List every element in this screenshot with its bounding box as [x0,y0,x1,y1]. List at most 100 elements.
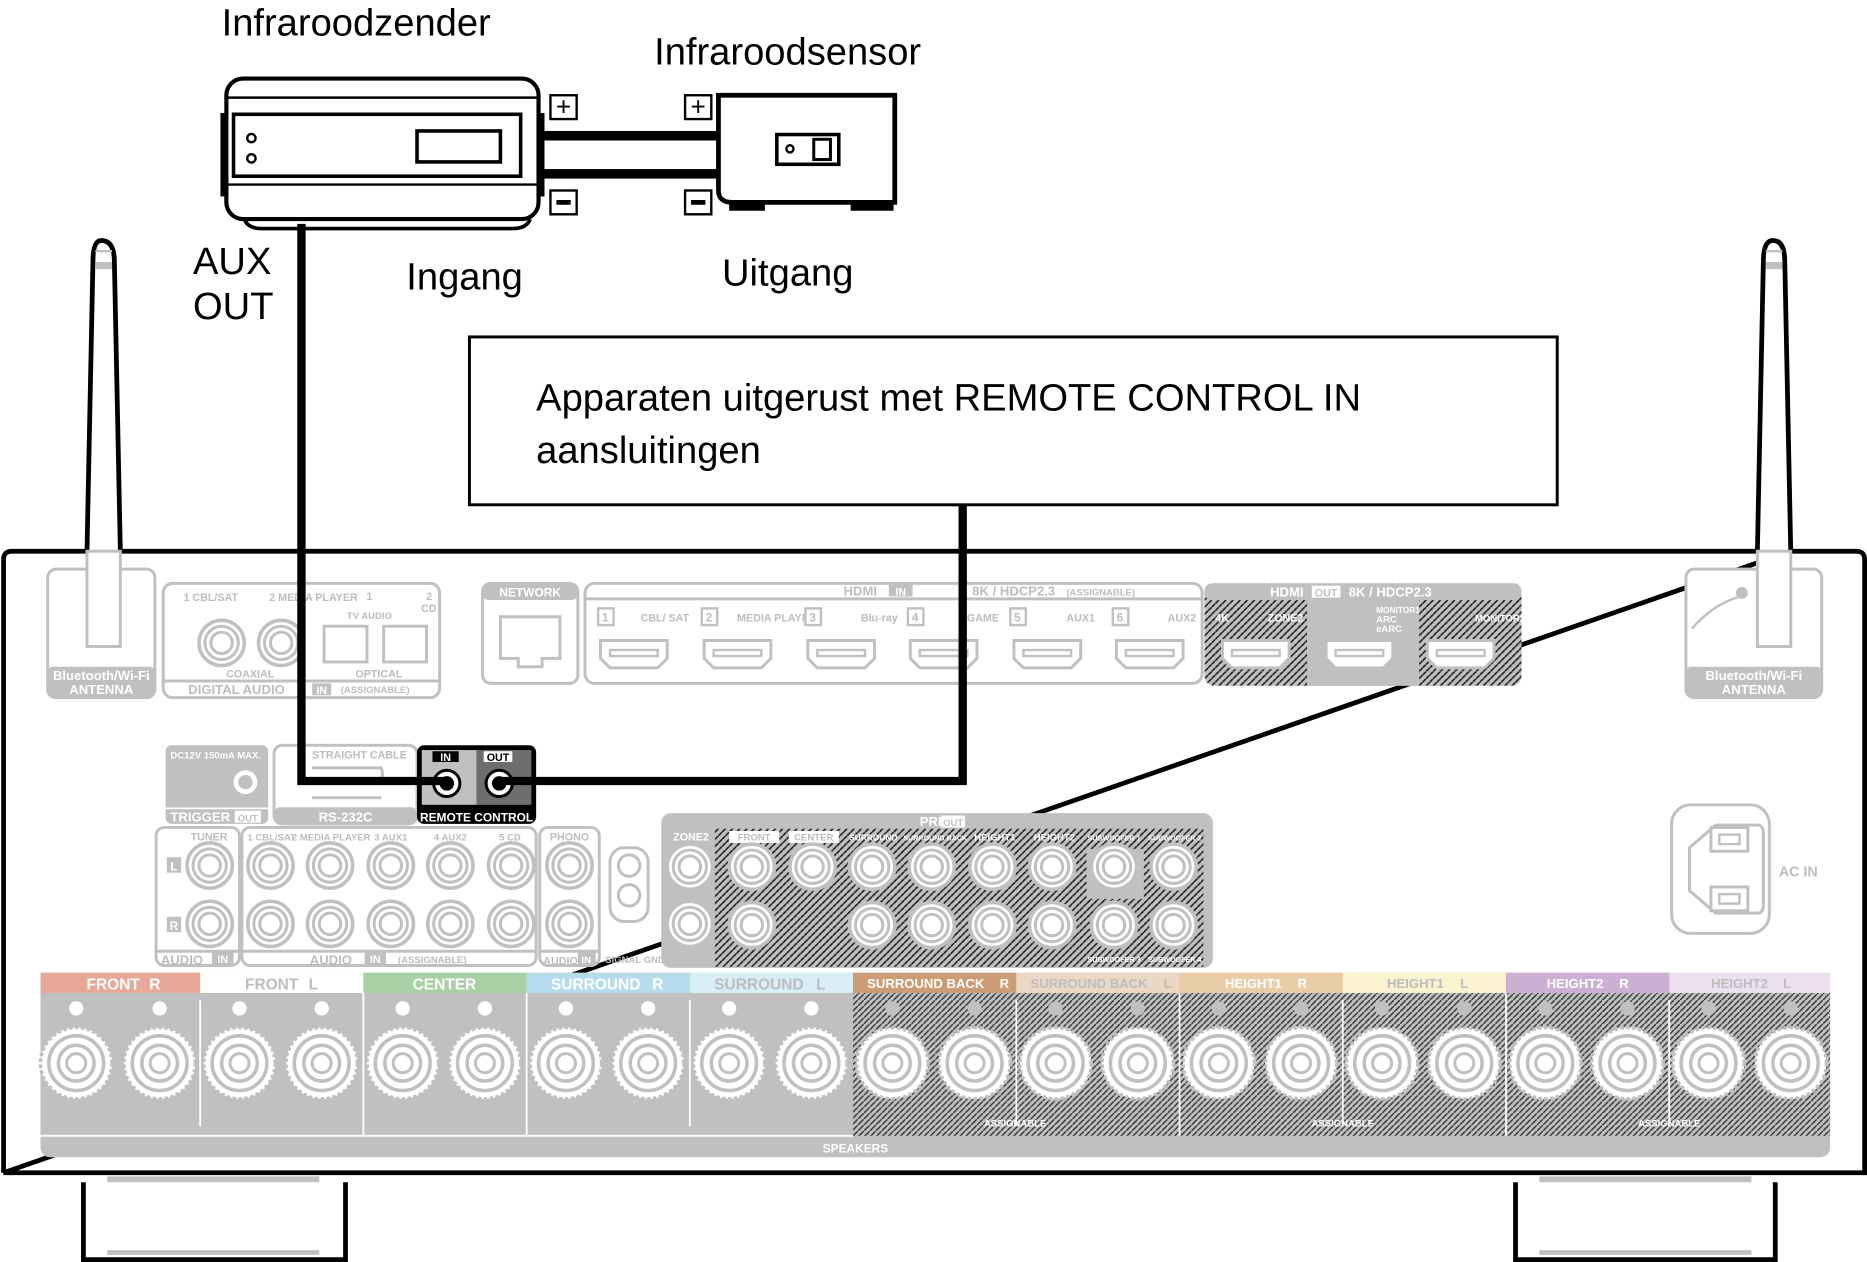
signal-gnd-terminal: SIGNAL GND [605,846,665,966]
hdmi-out-arc-label: ARC [1376,615,1397,626]
subwoofer-4-label: SUBWOOFER 4 [1148,956,1201,964]
audio-in-5-label: 5 CD [499,833,521,844]
audio-in-jack [246,899,295,949]
hdmi-out-earc-label: eARC [1376,624,1402,635]
speaker-terminals: FRONT R FRONT L CENTER SURROUND R SURROU… [38,972,1831,1158]
pre-out-jack [907,842,957,892]
minus-icon [556,200,571,205]
speaker-terminal-minus [447,1025,523,1101]
speaker-height1-r-label: HEIGHT1 [1225,976,1282,991]
pre-out-jack [968,900,1017,950]
speaker-center-label: CENTER [413,976,477,993]
remote-out-label: OUT [487,752,510,764]
wire-minus [544,169,721,179]
height1-l-header [1342,972,1506,993]
speaker-terminal-minus [610,1025,686,1101]
subwoofer-3-jack [1089,900,1139,950]
polarity-markers: + + [549,91,713,216]
phono-l-jack [545,841,594,890]
assignable-label: ASSIGNABLE [1312,1118,1374,1129]
hdmi-in-4-name: GAME [967,612,999,624]
audio-in-jack [366,841,416,890]
hdmi-in-6-jack [1114,639,1185,670]
optical-2-jack [382,624,429,664]
speaker-terminal-minus [1100,1025,1176,1101]
hdmi-in-1-num: 1 [602,610,609,624]
optical-2-label: CD [421,603,437,615]
audio-in-4-label: 4 AUX2 [434,833,467,844]
hdmi-out-4k-label: 4K [1215,612,1229,624]
height2-l-header [1669,972,1831,993]
speaker-terminal-plus [1671,1025,1747,1101]
antenna-right-label: Bluetooth/Wi-Fi [1705,668,1802,683]
ir-emitter: Infraroodzender [220,3,545,231]
subwoofer-2-label: SUBWOOFER 2 [1148,835,1201,843]
speaker-terminal-minus [1589,1025,1666,1101]
speaker-side-badge: L [1460,976,1468,991]
speaker-terminal-plus [365,1025,441,1101]
ir-sensor: Infraroodsensor [654,31,921,211]
antenna-right-connector: Bluetooth/Wi-Fi ANTENNA [1684,549,1824,700]
hdmi-in-3-num: 3 [809,610,816,624]
coaxial-1-label: 1 CBL/SAT [183,592,238,604]
pre-out-surround-label: SURROUND [849,833,897,843]
speaker-terminal-minus [773,1025,849,1101]
speaker-terminal-minus [1263,1025,1339,1101]
plus-icon: + [691,91,706,121]
hdmi-in-6-num: 6 [1117,610,1124,624]
audio-in-1-label: 1 CBL/SAT [247,833,296,844]
connection-cables [297,223,967,791]
speaker-terminal-minus [284,1025,360,1101]
remote-in-label: IN [440,752,451,764]
callout-line-1: Apparaten uitgerust met REMOTE CONTROL I… [536,378,1361,420]
minus-icon [691,200,706,205]
hdmi-in-2-num: 2 [706,610,713,624]
speaker-front-l-label: FRONT [245,976,299,993]
hdmi-in-title: HDMI [844,583,877,598]
speaker-terminal-plus [1018,1025,1094,1101]
speaker-terminal-plus [1181,1025,1257,1101]
ir-emitter-label: Infraroodzender [222,3,491,45]
hdmi-out-zone2-label: ZONE2 [1268,612,1304,624]
tuner-l-jack [185,841,235,890]
hdmi-in-2-jack [702,639,773,670]
antenna-right [1755,238,1794,552]
speaker-side-badge: L [1164,976,1172,991]
plus-icon: + [556,91,571,121]
in-badge: IN [581,955,591,966]
surround-r-header [526,972,690,993]
tuner-r-jack [185,899,235,949]
speaker-surround-back-l-label: SURROUND BACK [1030,976,1148,991]
wire-plus [544,130,721,141]
speaker-side-badge: R [1619,976,1629,991]
ac-in-socket: AC IN [1670,803,1818,935]
height1-r-header [1179,972,1343,993]
pre-out-jack [727,900,777,950]
pre-out-surround-back-label: SURROUND BACK [903,835,968,843]
speaker-surround-back-r-label: SURROUND BACK [867,976,985,991]
surround-l-header [689,972,854,993]
optical-label: OPTICAL [355,668,402,680]
aux-out-label-1: AUX [193,241,271,283]
signal-gnd-label: SIGNAL GND [605,955,665,966]
hdmi-out-zone2-jack [1220,639,1291,670]
hdmi-in-5-name: AUX1 [1066,612,1095,624]
center-header [363,972,527,993]
speaker-terminal-minus [122,1025,198,1101]
speaker-terminal-minus [1753,1025,1829,1101]
network-label: NETWORK [499,585,561,599]
pre-out-height1-label: HEIGHT1 [974,833,1016,844]
front-r-header [40,972,201,993]
ir-sensor-label: Infraroodsensor [654,31,921,73]
speaker-side-badge: L [1783,976,1791,991]
audio-in-label: AUDIO [161,952,203,967]
subwoofer-3-label: SUBWOOFER 3 [1087,956,1140,964]
hdmi-in-3-jack [806,639,877,670]
audio-in-jack [305,899,355,949]
speaker-terminal-plus [38,1025,114,1101]
optical-1-label: TV AUDIO [347,611,392,622]
antenna-left-label-2: ANTENNA [69,682,134,697]
analog-audio-in: TUNER L R AUDIO IN 1 CBL/SAT 2 MEDIA PLA… [154,825,665,967]
hdmi-in-3-name: Blu-ray [861,612,898,624]
pre-out-jack [847,842,897,892]
